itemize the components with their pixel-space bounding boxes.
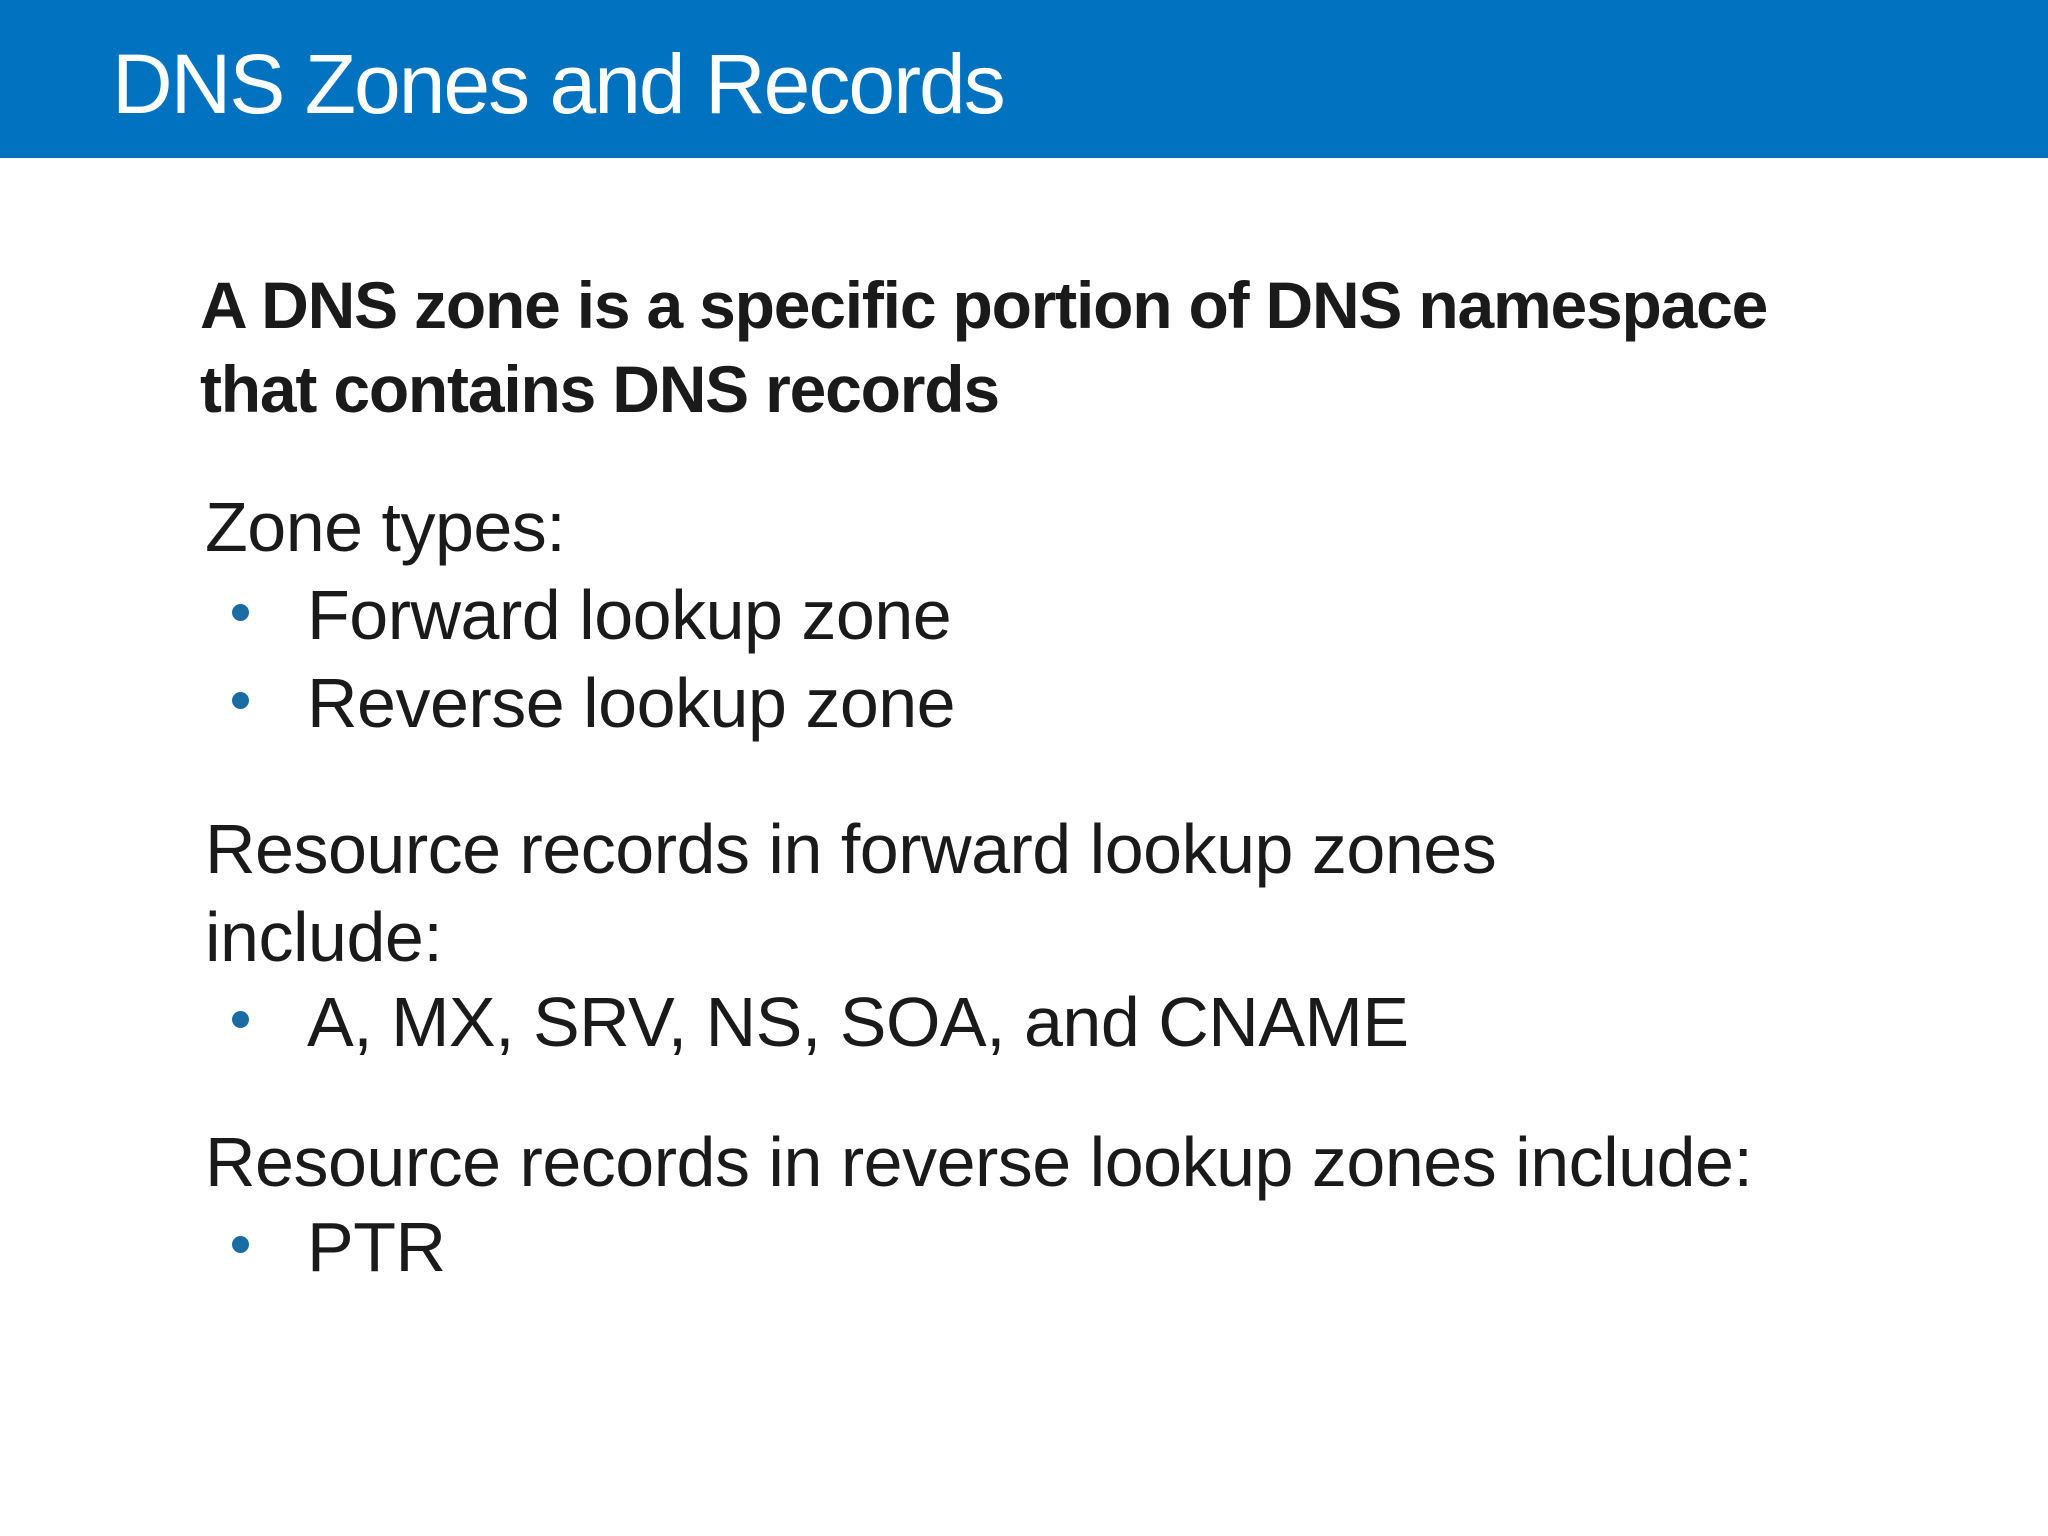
- bullet-text-reverse-lookup-zone: Reverse lookup zone: [307, 664, 956, 742]
- bullet-text-ptr: PTR: [307, 1208, 446, 1286]
- intro-paragraph: A DNS zone is a specific portion of DNS …: [200, 263, 1768, 431]
- slide-title-bar: DNS Zones and Records: [0, 0, 2048, 158]
- list-item: PTR: [232, 1203, 446, 1291]
- intro-line-1: A DNS zone is a specific portion of DNS …: [200, 268, 1768, 342]
- section-forward-records-header-line-1: Resource records in forward lookup zones: [205, 810, 1497, 888]
- section-forward-records-header-line-2: include:: [205, 898, 443, 976]
- slide-title: DNS Zones and Records: [112, 37, 1006, 131]
- bullet-icon: [232, 1010, 249, 1028]
- intro-line-2: that contains DNS records: [200, 352, 1000, 426]
- bullet-icon: [232, 691, 249, 709]
- bullet-text-forward-record-types: A, MX, SRV, NS, SOA, and CNAME: [307, 983, 1409, 1061]
- section-reverse-records-header: Resource records in reverse lookup zones…: [205, 1123, 1753, 1201]
- bullet-text-forward-lookup-zone: Forward lookup zone: [307, 576, 952, 654]
- section-zone-types-header: Zone types:: [205, 488, 566, 566]
- list-item: A, MX, SRV, NS, SOA, and CNAME: [232, 978, 1409, 1066]
- bullet-icon: [232, 603, 249, 621]
- list-item: Reverse lookup zone: [232, 659, 956, 747]
- list-item: Forward lookup zone: [232, 571, 952, 659]
- bullet-icon: [232, 1235, 249, 1253]
